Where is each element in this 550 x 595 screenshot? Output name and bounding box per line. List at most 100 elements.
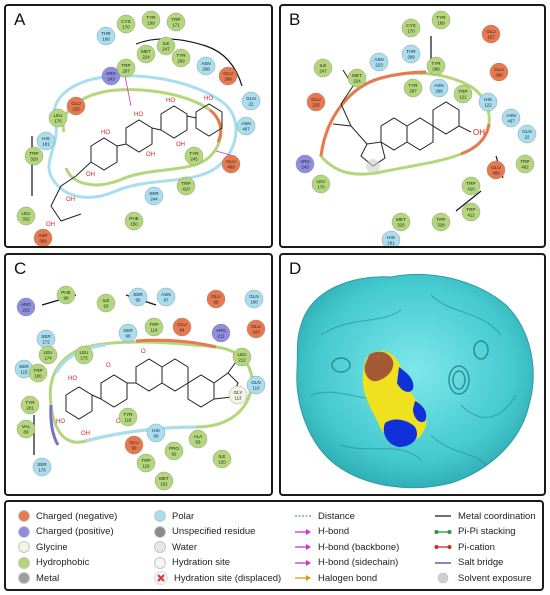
arrow-icon	[294, 557, 312, 569]
residue-name: HIS	[387, 235, 395, 240]
residue-circle	[236, 116, 256, 136]
legend-label: Distance	[318, 510, 355, 522]
residue-number: 328	[437, 223, 445, 228]
residue-circle	[313, 58, 333, 78]
residue-name: GLN	[246, 96, 255, 101]
residue-circle	[74, 345, 94, 365]
svg-text:HO: HO	[166, 98, 175, 104]
residue-number: 332	[22, 217, 30, 222]
residue-number: 89	[24, 430, 29, 435]
residue-name: THR	[406, 49, 416, 54]
legend-swatch	[154, 525, 166, 538]
residue-number: 407	[507, 119, 515, 124]
cross-icon	[154, 571, 168, 585]
residue-name: ASP	[38, 233, 47, 238]
residue-number: 175	[80, 356, 88, 361]
residue-name: TRP	[149, 322, 158, 327]
legend-label: Polar	[172, 510, 195, 522]
legend-label: Halogen bond	[318, 572, 378, 584]
panel-d: D	[279, 253, 546, 496]
residue-number: 245	[190, 157, 198, 162]
residue-number: 223	[375, 63, 383, 68]
residue-number: 100	[34, 374, 42, 379]
legend-swatch	[18, 525, 30, 538]
residue-name: MET	[141, 49, 151, 54]
residue-circle	[232, 347, 252, 367]
residue-number: 90	[132, 446, 137, 451]
residue-number: 298	[202, 67, 210, 72]
legend-item: Distance	[294, 510, 355, 522]
residue-name: TYR	[431, 61, 441, 66]
residue-number: 409	[492, 171, 500, 176]
residue-number: 110	[253, 386, 261, 391]
residue-number: 150	[130, 222, 138, 227]
legend-swatch	[154, 510, 166, 522]
residue-circle	[124, 211, 144, 231]
line-icon	[434, 510, 452, 522]
residue-number: 211	[218, 334, 226, 339]
residue-circle	[461, 202, 481, 222]
legend-item: Hydration site	[154, 556, 231, 569]
residue-circle	[246, 375, 266, 395]
residue-name: TRP	[466, 181, 475, 186]
residue-name: GLU	[251, 324, 260, 329]
line-icon	[434, 557, 452, 569]
residue-circle	[96, 26, 116, 46]
residue-number: 202	[22, 308, 30, 313]
legend-label: Hydration site	[172, 557, 231, 568]
residue-circle	[453, 84, 473, 104]
residue-name: GLU	[311, 97, 320, 102]
residue-number: 95	[136, 298, 141, 303]
dotted-line-icon	[434, 526, 452, 538]
residue-circle	[188, 429, 208, 449]
residue-circle	[146, 423, 166, 443]
residue-circle	[501, 108, 521, 128]
residue-circle	[16, 206, 36, 226]
residue-name: GLN	[249, 294, 258, 299]
residue-circle	[489, 62, 509, 82]
residue-name: LEU	[22, 211, 31, 216]
residue-number: 172	[42, 340, 50, 345]
panel-letter-b: B	[289, 10, 301, 29]
residue-circle	[403, 78, 423, 98]
residue-number: 176	[317, 185, 325, 190]
svg-text:HO: HO	[68, 376, 77, 382]
residue-name: PRO	[169, 446, 179, 451]
residue-circle	[246, 319, 266, 339]
legend-label: Unspecified residue	[172, 526, 256, 537]
residue-number: 99	[214, 300, 219, 305]
residue-circle	[381, 230, 401, 246]
residue-number: 98	[64, 296, 69, 301]
residue-circle	[218, 66, 238, 86]
residue-circle	[176, 176, 196, 196]
residue-name: ASN	[201, 61, 210, 66]
residue-circle	[431, 212, 451, 232]
residue-number: 328	[30, 157, 38, 162]
residue-circle	[478, 92, 498, 112]
residue-circle	[33, 228, 53, 246]
residue-name: CYS	[406, 23, 415, 28]
residue-circle	[156, 287, 176, 307]
legend-item: Salt bridge	[434, 557, 503, 569]
residue-number: 224	[142, 55, 150, 60]
